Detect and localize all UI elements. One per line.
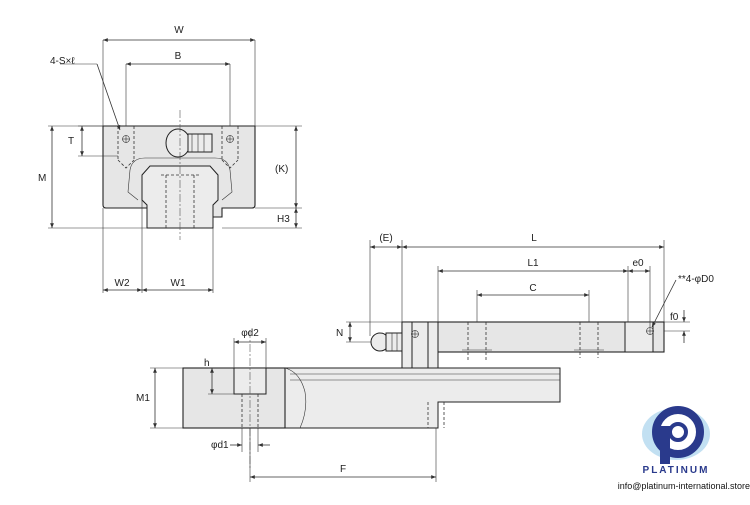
tapped-hole-right: [221, 126, 239, 169]
label-N: N: [336, 328, 343, 339]
rail-side: [269, 367, 561, 429]
label-f0: f0: [670, 312, 679, 323]
label-L1: L1: [527, 258, 539, 269]
label-E: (E): [379, 233, 392, 244]
label-K: (K): [275, 164, 288, 175]
label-h: h: [204, 358, 210, 369]
label-M1: M1: [136, 393, 150, 404]
label-H3: H3: [277, 214, 290, 225]
label-F: F: [340, 464, 346, 475]
logo-brand-text: PLATINUM: [642, 465, 710, 476]
label-W1: W1: [171, 278, 186, 289]
platinum-logo: PLATINUM info@platinum-international.sto…: [606, 404, 750, 496]
label-W: W: [174, 25, 184, 36]
label-B: B: [175, 51, 182, 62]
label-T: T: [68, 136, 74, 147]
label-M: M: [38, 173, 46, 184]
label-W2: W2: [115, 278, 130, 289]
logo-email-text: info@platinum-international.store: [617, 481, 750, 491]
tapped-hole-left: [117, 126, 135, 169]
label-d1: φd1: [211, 440, 229, 451]
side-view: (E) L L1 e0 **4-φD0 C N f0 φd2: [136, 233, 714, 482]
label-S: 4-S×ℓ: [50, 56, 75, 67]
grease-nipple-front: [165, 128, 213, 158]
block-side: [401, 321, 665, 353]
label-D0: **4-φD0: [678, 274, 714, 285]
grease-nipple-side: [370, 332, 403, 352]
label-d2: φd2: [241, 328, 259, 339]
side-tapped-holes: [462, 322, 604, 362]
front-view: W B 4-S×ℓ T M (K) H3 W2: [38, 25, 302, 293]
platinum-p-icon: [642, 406, 710, 464]
label-L: L: [531, 233, 537, 244]
label-e0: e0: [632, 258, 644, 269]
label-C: C: [529, 283, 536, 294]
